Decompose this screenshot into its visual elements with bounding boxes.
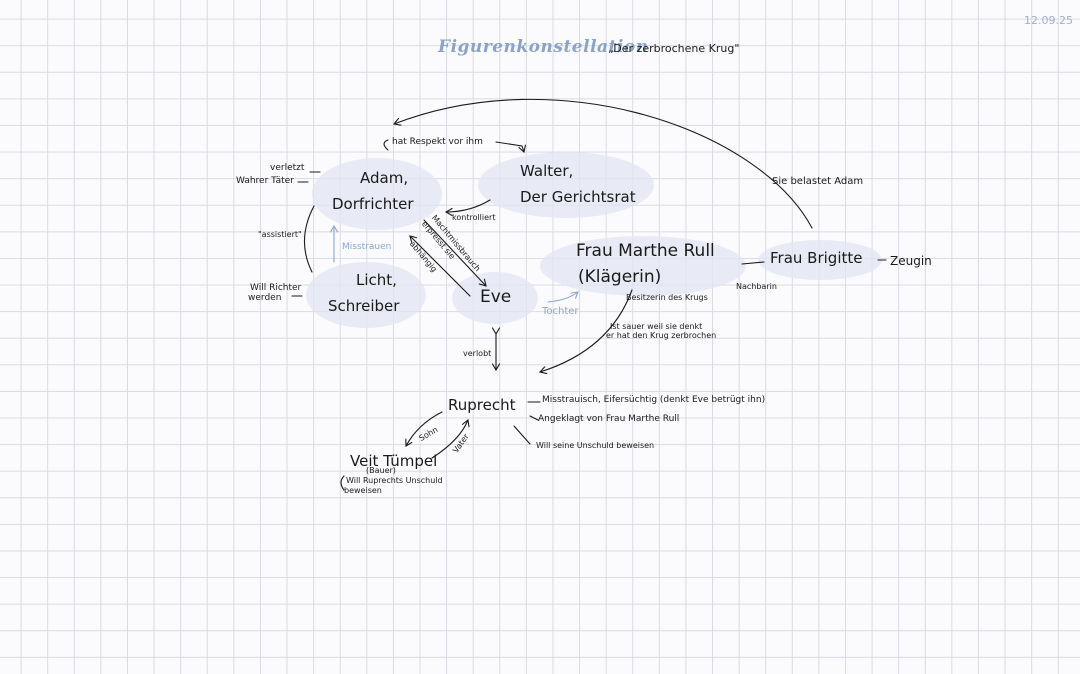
label-veit-note-2: beweisen (344, 486, 382, 495)
label-will-richter-2: werden (248, 293, 282, 303)
label-verletzt: verletzt (270, 163, 305, 173)
veit-note-bracket (340, 475, 345, 491)
node-walter-role: Der Gerichtsrat (520, 188, 636, 206)
eve-highlight (452, 272, 538, 324)
node-licht-name: Licht, (356, 271, 397, 289)
node-brigitte: Frau Brigitte (770, 249, 863, 267)
marthe-highlight (540, 236, 746, 296)
label-veit-note-1: Will Ruprechts Unschuld (346, 476, 443, 485)
label-nachbarin: Nachbarin (736, 282, 777, 291)
licht-highlight (306, 262, 426, 328)
marthe-brigitte-line (741, 261, 765, 265)
node-eve: Eve (480, 287, 512, 307)
label-ruprecht-2: Angeklagt von Frau Marthe Rull (538, 414, 680, 424)
label-verlobt: verlobt (463, 349, 492, 358)
label-assistiert: "assistiert" (258, 230, 302, 239)
node-marthe-name: Frau Marthe Rull (576, 241, 715, 261)
label-ruprecht-1: Misstrauisch, Eifersüchtig (denkt Eve be… (542, 395, 766, 405)
node-adam-role: Dorfrichter (332, 195, 414, 213)
node-licht-role: Schreiber (328, 297, 400, 315)
node-adam-name: Adam, (360, 169, 409, 187)
arc-brigitte-adam (394, 98, 813, 229)
ruprecht-line-2 (529, 415, 539, 421)
kontrolliert-arrow (446, 199, 491, 212)
label-besitzerin: Besitzerin des Krugs (626, 293, 708, 302)
marthe-ruprecht-arc (540, 289, 633, 372)
label-misstrauen: Misstrauen (342, 242, 392, 252)
label-will-richter-1: Will Richter (250, 283, 302, 293)
node-veit: Veit Tümpel (350, 452, 438, 470)
vater-arrow (431, 420, 468, 459)
label-sauer-1: Ist sauer weil sie denkt (610, 322, 703, 331)
walter-highlight (478, 152, 654, 218)
page-subtitle: „Der zerbrochene Krug" (608, 42, 740, 55)
node-marthe-role: (Klägerin) (578, 267, 662, 287)
label-sie-belastet: Sie belastet Adam (772, 176, 864, 187)
label-respekt: hat Respekt vor ihm (392, 137, 483, 147)
sohn-arrow (406, 411, 443, 446)
label-zeugin: Zeugin (890, 254, 932, 268)
page-title: Figurenkonstellation (438, 37, 649, 57)
brigitte-highlight (758, 240, 882, 280)
date-label: 12.09.25 (1024, 14, 1073, 27)
label-sauer-2: er hat den Krug zerbrochen (606, 331, 717, 340)
node-ruprecht: Ruprecht (448, 396, 516, 414)
label-tochter: Tochter (542, 306, 579, 317)
respekt-right (495, 141, 524, 152)
adam-highlight (312, 158, 442, 230)
label-kontrolliert: kontrolliert (452, 213, 496, 222)
ruprecht-line-3 (513, 425, 531, 445)
machtmissbrauch-arrow (423, 219, 486, 286)
label-ruprecht-3: Will seine Unschuld beweisen (536, 441, 655, 450)
node-veit-role: (Bauer) (366, 466, 396, 475)
label-wahrer-taeter: Wahrer Täter (236, 176, 294, 186)
assistiert-curve (303, 205, 315, 273)
respekt-left (383, 139, 389, 151)
tochter-arrow (547, 292, 578, 303)
abhaengig-arrow (410, 236, 471, 297)
node-walter-name: Walter, (520, 162, 574, 180)
